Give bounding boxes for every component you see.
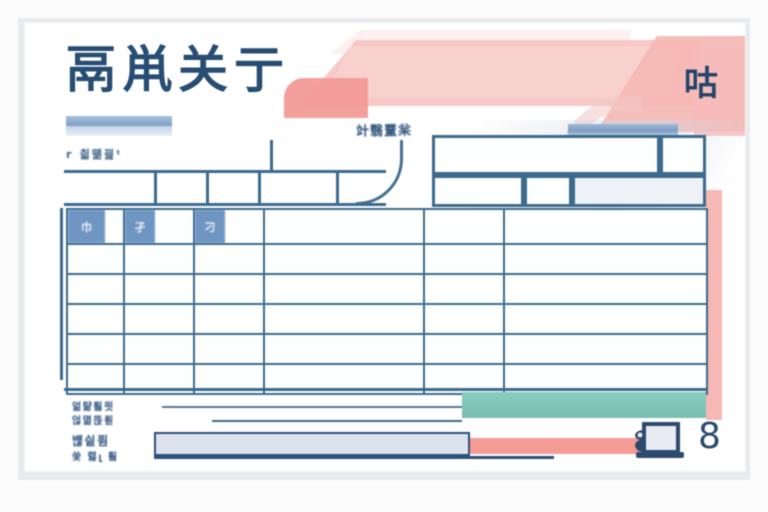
field-segment-divider-1 bbox=[154, 170, 157, 203]
table-cell[interactable] bbox=[66, 303, 125, 335]
table-header-row: 巾 孑 刁 bbox=[66, 208, 708, 245]
field-segment-divider-2 bbox=[206, 170, 209, 203]
table-row[interactable] bbox=[66, 303, 708, 335]
footer: 얾턂릟믯 얺멺뜭뢷 뱮싙퓜 씇 렳լ 뢾 bbox=[64, 388, 706, 463]
table-cell[interactable] bbox=[503, 243, 708, 275]
field-segment-divider-3 bbox=[258, 170, 261, 203]
table-header-cell-6[interactable] bbox=[503, 208, 708, 245]
decorative-pink-wedge-left bbox=[284, 78, 368, 118]
table-header-cell-4[interactable] bbox=[263, 208, 425, 245]
title-block: 鬲鼡关亍 bbox=[66, 42, 290, 98]
decorative-pink-banner bbox=[300, 40, 700, 106]
main-table-wrap: 巾 孑 刁 bbox=[60, 208, 708, 395]
table-header-cell-3[interactable]: 刁 bbox=[193, 208, 265, 245]
table-cell[interactable] bbox=[193, 333, 265, 365]
table-cell[interactable] bbox=[503, 273, 708, 305]
header-chip-1: 巾 bbox=[68, 210, 105, 243]
pink-highlight-bar bbox=[470, 438, 650, 454]
table-cell[interactable] bbox=[193, 273, 265, 305]
decorative-pink-strip bbox=[706, 190, 722, 420]
footer-line-1 bbox=[162, 406, 462, 408]
decorative-pink-banner-light bbox=[322, 46, 682, 98]
header-chip-3: 刁 bbox=[195, 210, 225, 243]
table-cell[interactable] bbox=[423, 303, 505, 335]
table-outer-rule bbox=[60, 208, 63, 380]
main-table[interactable]: 巾 孑 刁 bbox=[66, 208, 708, 395]
footer-label-1: 얾턂릟믯 bbox=[72, 402, 115, 413]
table-header-cell-1[interactable]: 巾 bbox=[66, 208, 125, 245]
table-cell[interactable] bbox=[263, 303, 425, 335]
table-row[interactable] bbox=[66, 333, 708, 365]
page-title: 鬲鼡关亍 bbox=[66, 41, 290, 99]
footer-label-2: 얺멺뜭뢷 bbox=[72, 416, 115, 427]
field-group-left[interactable] bbox=[64, 140, 386, 206]
table-header-cell-5[interactable] bbox=[423, 208, 505, 245]
header-chip-2: 孑 bbox=[125, 210, 155, 243]
field-segment-divider-4 bbox=[336, 170, 339, 203]
table-cell[interactable] bbox=[263, 333, 425, 365]
table-cell[interactable] bbox=[66, 333, 125, 365]
stamp-group: 8 bbox=[628, 416, 740, 467]
table-cell[interactable] bbox=[123, 243, 195, 275]
table-cell[interactable] bbox=[66, 273, 125, 305]
box-bottom-1[interactable] bbox=[432, 175, 524, 207]
table-cell[interactable] bbox=[423, 273, 505, 305]
table-cell[interactable] bbox=[503, 303, 708, 335]
box-group-right[interactable] bbox=[432, 135, 706, 207]
decorative-pale-band bbox=[330, 30, 630, 54]
seal-stamp-icon bbox=[628, 418, 692, 467]
decorative-pink-wedge-right bbox=[596, 36, 746, 132]
box-small-top[interactable] bbox=[660, 135, 706, 175]
table-cell[interactable] bbox=[423, 243, 505, 275]
box-wide-top[interactable] bbox=[432, 135, 660, 175]
field-rule-bottom bbox=[64, 203, 386, 206]
table-cell[interactable] bbox=[423, 333, 505, 365]
teal-highlight-bar bbox=[462, 392, 706, 418]
table-cell[interactable] bbox=[263, 243, 425, 275]
footer-line-2 bbox=[212, 420, 462, 422]
table-cell[interactable] bbox=[193, 303, 265, 335]
table-header-cell-2[interactable]: 孑 bbox=[123, 208, 195, 245]
table-cell[interactable] bbox=[123, 303, 195, 335]
table-cell[interactable] bbox=[123, 333, 195, 365]
table-cell[interactable] bbox=[503, 333, 708, 365]
table-cell[interactable] bbox=[193, 243, 265, 275]
footer-label-3: 뱮싙퓜 bbox=[72, 434, 110, 448]
box-bottom-3[interactable] bbox=[572, 175, 706, 207]
footer-input-box[interactable] bbox=[154, 432, 470, 456]
document-page: 鬲鼡关亍 咕 竍翳罿枀 ᴦ 칇뗾끮ᵗ bbox=[24, 22, 746, 472]
table-cell[interactable] bbox=[123, 273, 195, 305]
table-row[interactable] bbox=[66, 243, 708, 275]
footer-box-underline bbox=[154, 456, 554, 459]
footer-rule bbox=[64, 388, 706, 391]
corner-mark: 咕 bbox=[684, 64, 718, 104]
box-bottom-2[interactable] bbox=[524, 175, 572, 207]
page-number: 8 bbox=[698, 416, 721, 457]
field-divider bbox=[270, 140, 273, 170]
subtitle-mark: 竍翳罿枀 bbox=[355, 123, 413, 140]
curved-connector bbox=[356, 140, 403, 205]
table-cell[interactable] bbox=[263, 273, 425, 305]
table-cell[interactable] bbox=[66, 243, 125, 275]
accent-bar-left bbox=[66, 116, 172, 136]
table-row[interactable] bbox=[66, 273, 708, 305]
footer-label-4: 씇 렳լ 뢾 bbox=[72, 452, 119, 463]
